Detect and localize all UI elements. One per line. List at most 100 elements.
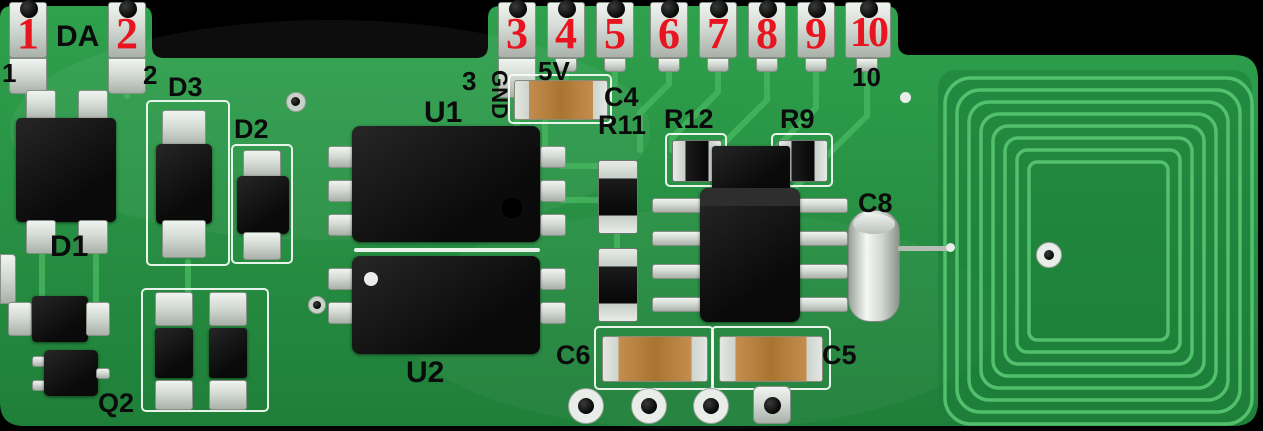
label-5v: 5V — [538, 56, 570, 86]
c8-top-cap — [853, 214, 895, 234]
pin-8-hole — [759, 0, 777, 18]
label-r11: R11 — [598, 110, 647, 140]
group-pad — [155, 292, 193, 326]
resistor-chip — [598, 248, 638, 322]
via-hole — [291, 97, 300, 106]
pin-10-number: 10 — [850, 10, 889, 56]
label-q2: Q2 — [98, 388, 135, 418]
label-u1: U1 — [424, 96, 463, 129]
through-hole — [703, 398, 719, 414]
d2-pad — [243, 232, 281, 260]
label-da: DA — [56, 20, 100, 53]
pin-9-number: 9 — [805, 9, 827, 58]
pin-pad-1: 1 — [9, 0, 47, 58]
via — [286, 92, 306, 112]
ic-u2 — [352, 256, 540, 354]
pin-3-hole — [509, 0, 527, 18]
edge-number-3: 3 — [462, 66, 477, 96]
pin-2-hole — [119, 0, 137, 18]
pin-6-stub-pad — [658, 58, 680, 72]
u2-pad — [540, 302, 566, 324]
pin-4-hole — [558, 0, 576, 18]
d2-silkscreen — [231, 144, 293, 264]
pin-pad-4: 4 — [547, 0, 585, 58]
group-pad — [155, 380, 193, 410]
u2-pad — [328, 268, 354, 290]
through-hole — [641, 398, 657, 414]
component-above-soic — [712, 146, 790, 190]
soic-lead — [798, 264, 848, 279]
antenna-center-via — [1036, 242, 1062, 268]
u1-pad — [328, 146, 354, 168]
pin-4-stub-pad — [555, 58, 577, 72]
antenna-via-hole — [1044, 250, 1054, 260]
through-hole — [578, 398, 594, 414]
pin-5-number: 5 — [604, 9, 626, 58]
diode-d3 — [156, 144, 212, 224]
edge-number-1: 1 — [2, 58, 17, 88]
u1-pad — [328, 180, 354, 202]
edge-number-10: 10 — [852, 62, 881, 92]
u1-pad — [328, 214, 354, 236]
d1-pad — [26, 220, 56, 254]
u2-pad — [328, 302, 354, 324]
diode-d2 — [237, 176, 289, 234]
pin-pad-10: 10 — [845, 0, 891, 58]
pin-7-hole — [710, 0, 728, 18]
capacitor-c5 — [719, 336, 823, 382]
through-hole-square-pad — [753, 386, 791, 424]
label-u2: U2 — [406, 356, 445, 389]
d1-pad — [78, 90, 108, 122]
through-hole — [764, 397, 781, 414]
via-hole — [313, 301, 321, 309]
edge-number-2: 2 — [143, 60, 158, 90]
pin-8-number: 8 — [756, 9, 778, 58]
capacitor-c6 — [602, 336, 708, 382]
soic-lead — [652, 231, 702, 246]
group-pad — [209, 380, 247, 410]
pin-7-number: 7 — [707, 9, 729, 58]
pin-2-inner-pad — [108, 58, 146, 94]
pin-pad-2: 2 — [108, 0, 146, 58]
pin-pad-8: 8 — [748, 0, 786, 58]
d3-pad — [162, 110, 206, 148]
pin-5-hole — [607, 0, 625, 18]
through-hole-pad — [631, 388, 667, 424]
pin-1-hole — [20, 0, 38, 18]
through-hole-pad — [693, 388, 729, 424]
capacitor-c4 — [514, 80, 608, 120]
u1-pad — [540, 146, 566, 168]
pin-pad-6: 6 — [650, 0, 688, 58]
pin-3-number: 3 — [506, 9, 528, 58]
label-r12: R12 — [664, 104, 714, 134]
pin-9-hole — [808, 0, 826, 18]
pin-pad-9: 9 — [797, 0, 835, 58]
c4-silkscreen — [508, 74, 612, 124]
label-d1: D1 — [50, 230, 89, 263]
pin-2-number: 2 — [116, 9, 138, 58]
pin-5-stub-pad — [604, 58, 626, 72]
label-d3: D3 — [168, 72, 203, 102]
group-pad — [209, 292, 247, 326]
u1-pin1-dot — [500, 196, 524, 220]
label-r9: R9 — [780, 104, 815, 134]
pin-pad-5: 5 — [596, 0, 634, 58]
pin-8-stub-pad — [756, 58, 778, 72]
pin-pad-7: 7 — [699, 0, 737, 58]
through-hole-pad — [568, 388, 604, 424]
soic-top-bevel — [700, 188, 800, 206]
bridge-rectifier-d1 — [16, 118, 116, 222]
u1-pad — [540, 214, 566, 236]
label-d2: D2 — [234, 114, 269, 144]
pin-6-hole — [661, 0, 679, 18]
chip-component — [155, 328, 193, 378]
pin-1-inner-pad — [9, 58, 47, 94]
resistor-r11 — [598, 160, 638, 234]
wire-end-dot — [946, 243, 955, 252]
ic-u1 — [352, 126, 540, 242]
label-c4: C4 — [604, 82, 639, 112]
soic-lead — [652, 264, 702, 279]
soic8-ic — [700, 188, 800, 322]
diode-component — [32, 296, 88, 342]
transistor-q2 — [44, 350, 98, 396]
